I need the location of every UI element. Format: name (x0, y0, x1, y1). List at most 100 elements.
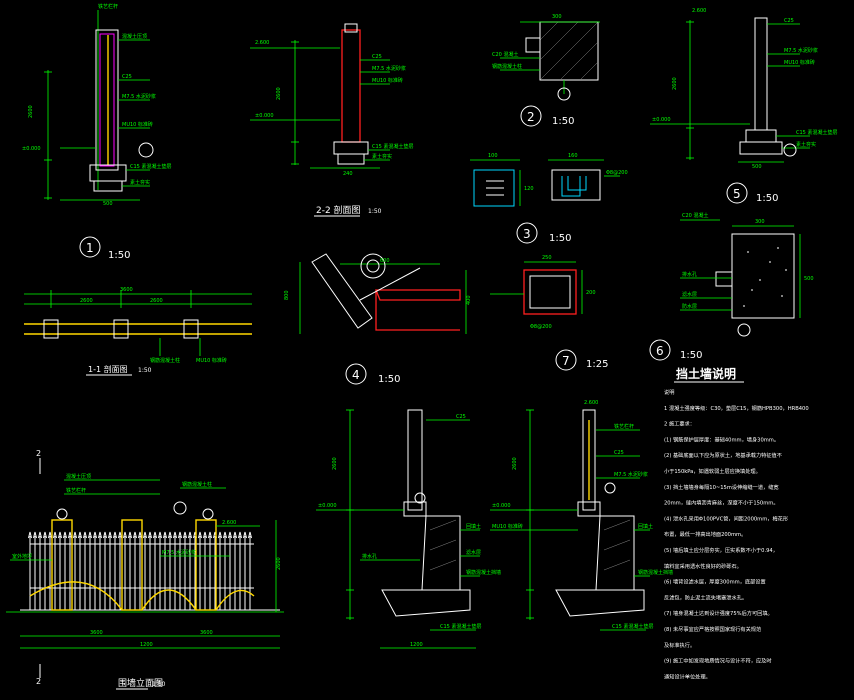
section-2-2-dim-width: 240 (343, 171, 353, 177)
detail-5-number: 5 (733, 187, 741, 201)
fence-spike (188, 531, 192, 539)
section-2-2-title: 2-2 剖面图 (316, 204, 361, 216)
elevation-dim-height: 2600 (276, 557, 282, 570)
section-1-1-scale: 1:50 (138, 367, 152, 374)
detail-5-scale: 1:50 (756, 193, 778, 204)
notes-line: (5) 墙后填土应分层夯实，压实系数不小于0.94， (664, 546, 778, 554)
section-1-1-dim-bay-2: 2600 (150, 298, 163, 304)
detail-6-number: 6 (656, 344, 664, 358)
detail-3-dim-3: 120 (524, 186, 534, 192)
detail-3: 100 160 120 Φ8@200 3 1:50 (470, 153, 628, 244)
detail-3-scale: 1:50 (549, 233, 571, 244)
elevation-mark-top: 2 (36, 449, 41, 458)
fence-spike (148, 531, 152, 539)
fence-spike (138, 531, 142, 539)
detail-6-callout-top: C20 混凝土 (682, 212, 708, 219)
notes-block: 挡土墙说明 说明1 混凝土强度等级：C30，垫层C15，钢筋HPB300，HRB… (664, 366, 809, 680)
section-b-callout-7: C15 素混凝土垫层 (612, 623, 653, 630)
detail-6: C20 混凝土 300 500 排水孔 滤水层 防水层 6 1:50 (649, 212, 814, 361)
section-2-2: 2.600 ±0.000 2600 240 C25 M7.5 水泥砂浆 MU10… (250, 23, 413, 217)
section-1-1-dim-total: 3600 (120, 287, 133, 293)
detail-2-dim: 300 (552, 14, 562, 20)
section-1-1-callout-2: MU10 标准砖 (196, 357, 227, 364)
fence-spike (123, 531, 127, 539)
detail-1-callout-6: 素土夯实 (130, 179, 150, 186)
fence-spike (143, 531, 147, 539)
section-b-callout-4: MU10 标准砖 (492, 523, 523, 530)
detail-1-dim-width: 500 (103, 201, 113, 207)
notes-line: 及标准执行。 (664, 641, 695, 649)
section-1-1-callout-1: 钢筋混凝土柱 (150, 357, 180, 364)
fence-spike (93, 531, 97, 539)
detail-2-callout-2: 钢筋混凝土柱 (492, 63, 522, 70)
detail-7-callout: Φ8@200 (530, 324, 552, 330)
section-2-2-callout-2: M7.5 水泥砂浆 (372, 65, 406, 72)
fence-spike (53, 531, 57, 539)
fence-spike (63, 531, 67, 539)
fence-spike (33, 531, 37, 539)
fence-spike (28, 531, 32, 539)
notes-line: 通知设计单位处理。 (664, 672, 711, 680)
elevation-mark-bottom: 2 (36, 677, 41, 686)
notes-line: (9) 施工中如发现地质情况与设计不符，应及时 (664, 657, 772, 665)
notes-line: (6) 墙背设滤水层，厚度300mm，底部设置 (664, 578, 766, 586)
fence-spike (68, 531, 72, 539)
detail-3-number: 3 (523, 227, 531, 241)
section-1-1-title: 1-1 剖面图 (88, 364, 128, 374)
detail-7-dim-height: 200 (586, 290, 596, 296)
detail-5-marker (726, 182, 748, 204)
elevation-dim-total: 1200 (140, 642, 153, 648)
detail-5-level: 2.600 (692, 8, 706, 14)
section-2-2-callout-5: 素土夯实 (372, 153, 392, 160)
section-a-callout-5: C15 素混凝土垫层 (440, 623, 481, 630)
detail-1-level: ±0.000 (22, 146, 41, 152)
detail-5: 2.600 2600 ±0.000 C25 M7.5 水泥砂浆 MU10 标准砖… (650, 8, 837, 204)
fence-spike (128, 531, 132, 539)
retaining-wall-section-a: C25 ±0.000 2600 排水孔 回填土 滤水层 钢筋混凝土挡墙 C15 … (316, 409, 501, 649)
detail-4: 800 400 600 4 1:50 (284, 253, 472, 385)
section-2-2-level-ground: ±0.000 (255, 113, 274, 119)
elevation-scale: 1:50 (152, 681, 166, 688)
detail-6-callout-3: 防水层 (682, 303, 697, 310)
notes-line: 填料宜采用透水性良好的砂砾石。 (664, 562, 742, 570)
section-a-callout-3: 滤水层 (466, 549, 481, 556)
detail-5-callout-4: C15 素混凝土垫层 (796, 129, 837, 136)
fence-spike (158, 531, 162, 539)
detail-5-dim-width: 500 (752, 164, 762, 170)
detail-1-dim-height: 2600 (28, 105, 34, 118)
fence-spike (168, 531, 172, 539)
section-b-callout-5: 回填土 (638, 523, 653, 530)
detail-1-callout-4: MU10 标准砖 (122, 121, 153, 128)
notes-line: 布置，最低一排高出地面200mm。 (664, 530, 746, 538)
section-2-2-level-top: 2.600 (255, 40, 269, 46)
fence-spike (178, 531, 182, 539)
detail-6-marker (649, 339, 671, 361)
fence-spike (88, 531, 92, 539)
detail-1-callout-2: C25 (122, 74, 132, 80)
notes-line: (1) 钢筋保护层厚度：基础40mm，墙身30mm。 (664, 435, 779, 443)
notes-line: 2 施工要求： (664, 420, 695, 428)
elevation-callout-6: 室外地坪 (12, 553, 32, 560)
fence-spike (133, 531, 137, 539)
elevation-title: 围墙立面图 (118, 677, 163, 689)
elevation-callout-2: 铁艺栏杆 (66, 487, 86, 494)
detail-3-dim-2: 160 (568, 153, 578, 159)
detail-7-marker (555, 349, 577, 371)
section-2-2-callout-1: C25 (372, 54, 382, 60)
notes-line: 说明 (664, 388, 674, 396)
section-2-2-callout-3: MU10 标准砖 (372, 77, 403, 84)
detail-5-level-ground: ±0.000 (652, 117, 671, 123)
detail-4-number: 4 (352, 368, 360, 382)
retaining-wall-section-b: 2.600 ±0.000 2600 铁艺栏杆 C25 M7.5 水泥砂浆 MU1… (490, 400, 673, 631)
section-b-callout-6: 钢筋混凝土挡墙 (638, 569, 673, 576)
detail-2-marker (520, 105, 542, 127)
notes-title: 挡土墙说明 (676, 366, 736, 381)
notes-line: (8) 未尽事宜应严格按照国家现行有关规范 (664, 625, 761, 633)
fence-spike (208, 531, 212, 539)
fence-spike (48, 531, 52, 539)
notes-line: (2) 基础底面以下应为原状土，地基承载力特征值不 (664, 451, 782, 459)
elevation-dim-bay-2: 3600 (200, 630, 213, 636)
section-a-dim-1: 2600 (332, 457, 338, 470)
elevation-callout-4: M7.5 水泥砂浆 (162, 549, 196, 556)
